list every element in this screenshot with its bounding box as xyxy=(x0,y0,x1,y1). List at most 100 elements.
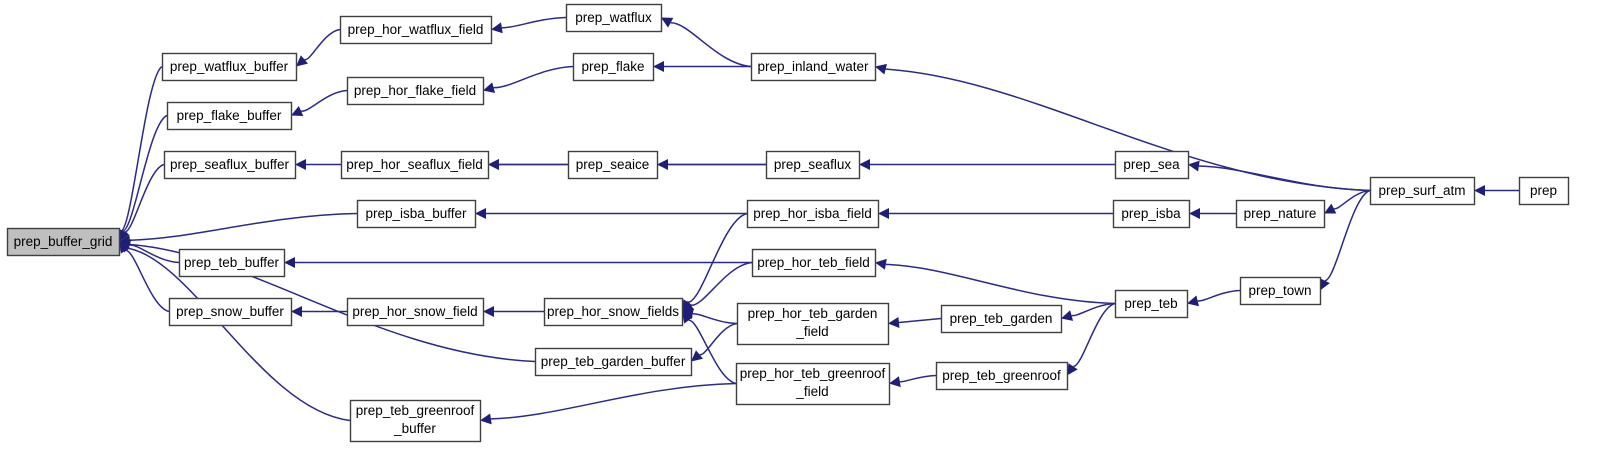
node-box[interactable] xyxy=(567,150,659,180)
node-prep_flake[interactable]: prep_flake xyxy=(572,52,655,82)
edge-line xyxy=(885,263,1116,305)
edge-line xyxy=(688,319,737,385)
edge-prep_hor_flake_field-to-prep_flake_buffer xyxy=(291,89,348,117)
node-label: prep_hor_watflux_field xyxy=(348,22,484,37)
node-box[interactable] xyxy=(1369,176,1476,206)
edge-line xyxy=(501,16,567,29)
node-prep_seaflux_buffer[interactable]: prep_seaflux_buffer xyxy=(163,150,297,180)
node-prep_hor_snow_field[interactable]: prep_hor_snow_field xyxy=(346,297,485,327)
node-box[interactable] xyxy=(750,52,877,82)
node-box[interactable] xyxy=(940,304,1063,334)
edge-prep_inland_water-to-prep_watflux xyxy=(661,17,752,68)
edge-line xyxy=(1324,189,1371,282)
edge-line xyxy=(687,212,748,304)
edge-prep_teb-to-prep_teb_garden xyxy=(1061,302,1116,321)
node-box[interactable] xyxy=(166,101,293,131)
edge-prep_teb-to-prep_teb_greenroof xyxy=(1067,302,1116,376)
node-prep_seaice[interactable]: prep_seaice xyxy=(567,150,659,180)
node-label: prep_buffer_grid xyxy=(14,234,113,249)
edge-prep_hor_teb_field-to-prep_hor_snow_fields xyxy=(682,261,753,312)
node-prep_isba[interactable]: prep_isba xyxy=(1112,199,1191,229)
edge-line xyxy=(1333,189,1371,210)
node-prep_hor_teb_greenroof_field[interactable]: prep_hor_teb_greenroof_field xyxy=(735,362,891,406)
node-prep_hor_teb_field[interactable]: prep_hor_teb_field xyxy=(751,248,877,278)
node-box[interactable] xyxy=(346,297,485,327)
edge-line xyxy=(125,249,170,313)
node-label: prep_hor_teb_garden xyxy=(748,306,878,321)
node-prep_snow_buffer[interactable]: prep_snow_buffer xyxy=(168,297,293,327)
node-box[interactable] xyxy=(339,15,493,45)
node-prep_seaflux[interactable]: prep_seaflux xyxy=(765,150,861,180)
node-prep_hor_teb_garden_field[interactable]: prep_hor_teb_garden _field xyxy=(736,302,890,346)
node-box[interactable] xyxy=(1112,199,1191,229)
edge-line xyxy=(692,313,738,325)
edge-line xyxy=(124,163,165,233)
node-prep_teb_greenroof_buffer[interactable]: prep_teb_greenroof_buffer xyxy=(349,399,482,443)
node-box[interactable] xyxy=(935,361,1069,391)
node-box[interactable] xyxy=(340,150,490,180)
edge-line xyxy=(898,317,942,324)
node-prep_watflux[interactable]: prep_watflux xyxy=(565,3,663,33)
node-box[interactable] xyxy=(765,150,861,180)
node-label: prep_teb_garden_buffer xyxy=(541,354,686,369)
node-box[interactable] xyxy=(1114,150,1190,180)
arrowhead-icon xyxy=(1324,203,1337,214)
node-box[interactable] xyxy=(534,347,693,377)
node-box[interactable] xyxy=(543,297,684,327)
node-prep_hor_isba_field[interactable]: prep_hor_isba_field xyxy=(746,199,880,229)
node-prep_teb[interactable]: prep_teb xyxy=(1114,289,1189,319)
node-prep_teb_garden[interactable]: prep_teb_garden xyxy=(940,304,1063,334)
edge-prep_nature-to-prep_isba xyxy=(1189,208,1236,219)
node-prep_hor_watflux_field[interactable]: prep_hor_watflux_field xyxy=(339,15,493,45)
node-label: prep_surf_atm xyxy=(1378,183,1465,198)
node-box[interactable] xyxy=(572,52,655,82)
node-prep_inland_water[interactable]: prep_inland_water xyxy=(750,52,877,82)
arrowhead-icon xyxy=(483,82,496,93)
node-prep_hor_snow_fields[interactable]: prep_hor_snow_fields xyxy=(543,297,684,327)
node-prep_isba_buffer[interactable]: prep_isba_buffer xyxy=(356,199,477,229)
node-box[interactable] xyxy=(161,52,298,82)
node-label: prep_town xyxy=(1248,283,1311,298)
nodes-layer: prep_buffer_gridprep_watflux_bufferprep_… xyxy=(6,3,1570,443)
node-label-line2: _field xyxy=(795,324,828,339)
node-prep_town[interactable]: prep_town xyxy=(1239,276,1322,306)
edge-line xyxy=(300,89,348,112)
node-box[interactable] xyxy=(1518,176,1570,206)
node-box[interactable] xyxy=(565,3,663,33)
node-box[interactable] xyxy=(178,248,286,278)
node-label: prep_seaflux xyxy=(774,157,852,172)
node-box[interactable] xyxy=(1239,276,1322,306)
edge-prep_town-to-prep_teb xyxy=(1187,289,1241,307)
node-box[interactable] xyxy=(735,362,891,406)
node-box[interactable] xyxy=(1235,199,1326,229)
node-box[interactable] xyxy=(163,150,297,180)
node-prep_buffer_grid[interactable]: prep_buffer_grid xyxy=(6,227,121,257)
node-prep_sea[interactable]: prep_sea xyxy=(1114,150,1190,180)
edge-prep_hor_snow_fields-to-prep_hor_snow_field xyxy=(483,306,544,317)
node-label: prep_hor_teb_greenroof xyxy=(740,366,886,381)
node-prep_flake_buffer[interactable]: prep_flake_buffer xyxy=(166,101,293,131)
node-prep_teb_greenroof[interactable]: prep_teb_greenroof xyxy=(935,361,1069,391)
node-box[interactable] xyxy=(346,76,485,106)
node-prep_teb_garden_buffer[interactable]: prep_teb_garden_buffer xyxy=(534,347,693,377)
node-box[interactable] xyxy=(356,199,477,229)
arrowhead-icon xyxy=(878,208,889,219)
node-box[interactable] xyxy=(349,399,482,443)
node-prep_hor_flake_field[interactable]: prep_hor_flake_field xyxy=(346,76,485,106)
edge-prep_surf_atm-to-prep_sea xyxy=(1188,160,1371,192)
node-prep_hor_seaflux_field[interactable]: prep_hor_seaflux_field xyxy=(340,150,490,180)
node-label: prep_snow_buffer xyxy=(176,304,284,319)
node-box[interactable] xyxy=(736,302,890,346)
edge-line xyxy=(690,261,753,306)
node-box[interactable] xyxy=(168,297,293,327)
node-prep_nature[interactable]: prep_nature xyxy=(1235,199,1326,229)
node-prep_surf_atm[interactable]: prep_surf_atm xyxy=(1369,176,1476,206)
node-prep_watflux_buffer[interactable]: prep_watflux_buffer xyxy=(161,52,298,82)
node-box[interactable] xyxy=(746,199,880,229)
node-prep[interactable]: prep xyxy=(1518,176,1570,206)
node-box[interactable] xyxy=(6,227,121,257)
node-label: prep_hor_snow_fields xyxy=(547,304,679,319)
node-box[interactable] xyxy=(751,248,877,278)
node-box[interactable] xyxy=(1114,289,1189,319)
node-prep_teb_buffer[interactable]: prep_teb_buffer xyxy=(178,248,286,278)
